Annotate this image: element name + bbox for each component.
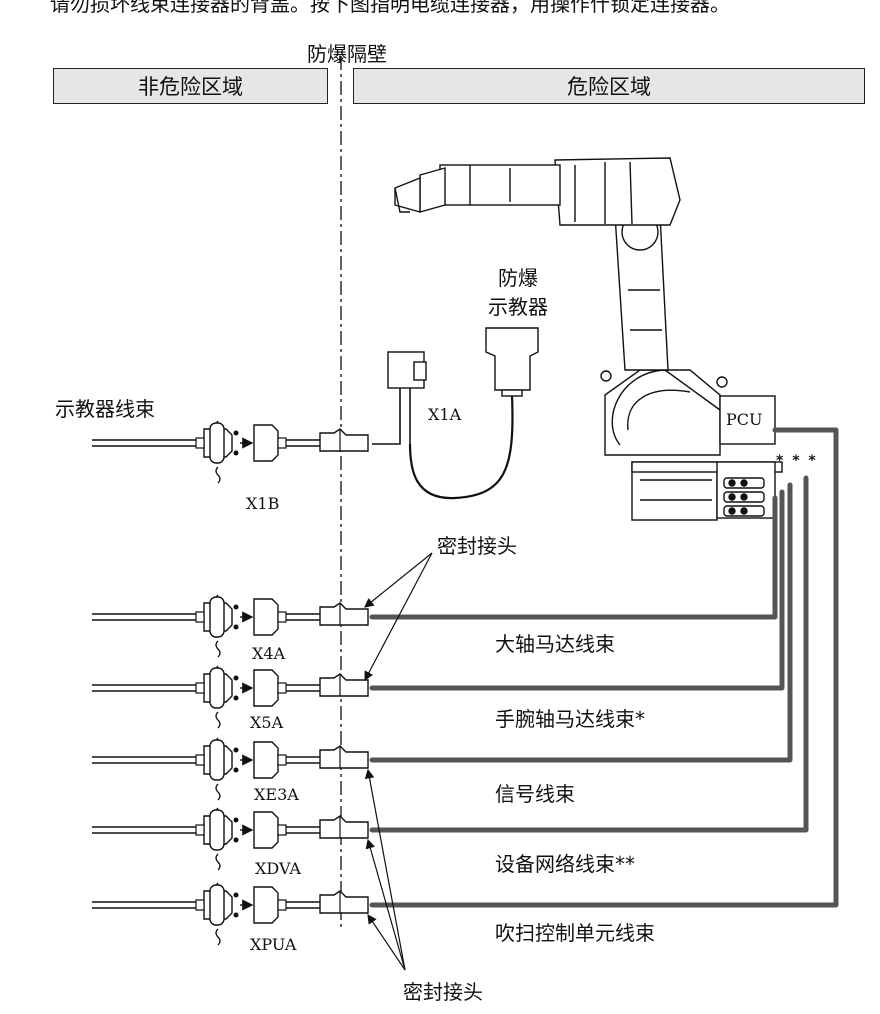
robot-wrist xyxy=(419,167,446,213)
harness-label-xdva: 设备网络线束** xyxy=(495,852,635,876)
plug-left-connector xyxy=(195,594,240,658)
code-x1b: X1B xyxy=(246,494,280,513)
hazard-zone-label: 危险区域 xyxy=(567,75,651,99)
teach-harness-label: 示教器线束 xyxy=(55,397,155,421)
teach-pendant-label-line2: 示教器 xyxy=(488,295,548,319)
seal-leaders-top xyxy=(364,552,433,682)
seal-connector xyxy=(319,890,369,914)
cable-xdva xyxy=(369,475,809,833)
robot-shoulder xyxy=(554,157,681,226)
cable-x5a xyxy=(369,489,785,691)
pcu-box xyxy=(719,395,776,445)
harness-row-x5a xyxy=(92,665,369,729)
teach-harness-row xyxy=(92,420,369,484)
connector-code-x4a: X4A xyxy=(252,644,286,663)
cable-xe3a xyxy=(369,482,793,763)
plug-mid-connector xyxy=(253,811,287,849)
non-hazard-zone-header: 非危险区域 xyxy=(53,68,328,104)
pcu-label: PCU xyxy=(726,410,763,429)
cable-xpua xyxy=(369,427,839,908)
code-x1a: X1A xyxy=(428,405,462,424)
teach-pendant-illustration xyxy=(387,327,539,397)
robot-illustration xyxy=(394,157,783,521)
cable-x4a xyxy=(369,495,778,620)
pendant-cable xyxy=(408,395,514,500)
seal-label-bottom: 密封接头 xyxy=(403,980,483,1004)
stars-note: * * * xyxy=(776,453,818,469)
seal-connector xyxy=(319,602,369,626)
seal-label-top: 密封接头 xyxy=(437,534,517,558)
seal-connector xyxy=(319,815,369,839)
plug-mid-connector xyxy=(253,741,287,779)
plug-left-connector xyxy=(195,807,240,871)
harness-row-xe3a xyxy=(92,737,369,801)
harness-rows xyxy=(92,594,369,946)
harness-row-x4a xyxy=(92,594,369,658)
plug-left-connector xyxy=(195,882,240,946)
harness-row-xdva xyxy=(92,807,369,871)
top-caption-text: 请勿损坏线束连接器的背盖。按下图指明电缆连接器，用操作什锁定连接器。 xyxy=(50,0,730,16)
connector-code-xdva: XDVA xyxy=(255,859,301,878)
partition-label: 防爆隔壁 xyxy=(307,42,387,66)
harness-label-xe3a: 信号线束 xyxy=(495,782,575,806)
non-hazard-zone-label: 非危险区域 xyxy=(138,75,243,99)
teach-pendant-label: 防爆 示教器 xyxy=(488,264,548,322)
connector-code-xe3a: XE3A xyxy=(254,785,299,804)
robot-forearm xyxy=(439,164,561,206)
plug-mid-connector xyxy=(253,598,287,636)
teach-pendant-label-line1: 防爆 xyxy=(498,266,538,290)
seal-connector xyxy=(319,673,369,697)
hazard-zone-header: 危险区域 xyxy=(353,68,865,104)
robot-lower-body xyxy=(604,369,721,456)
connector-code-x5a: X5A xyxy=(250,713,284,732)
harness-label-xpua: 吹扫控制单元线束 xyxy=(495,921,655,945)
seal-leaders-bottom xyxy=(364,768,406,971)
seal-connector xyxy=(319,745,369,769)
plug-mid-connector xyxy=(253,886,287,924)
harness-row-xpua xyxy=(92,882,369,946)
harness-label-x4a: 大轴马达线束 xyxy=(495,632,615,656)
robot-cables xyxy=(369,427,839,908)
connector-code-xpua: XPUA xyxy=(250,935,297,954)
plug-mid-connector xyxy=(253,669,287,707)
harness-label-x5a: 手腕轴马达线束* xyxy=(495,707,645,731)
plug-left-connector xyxy=(195,737,240,801)
plug-left-connector xyxy=(195,665,240,729)
